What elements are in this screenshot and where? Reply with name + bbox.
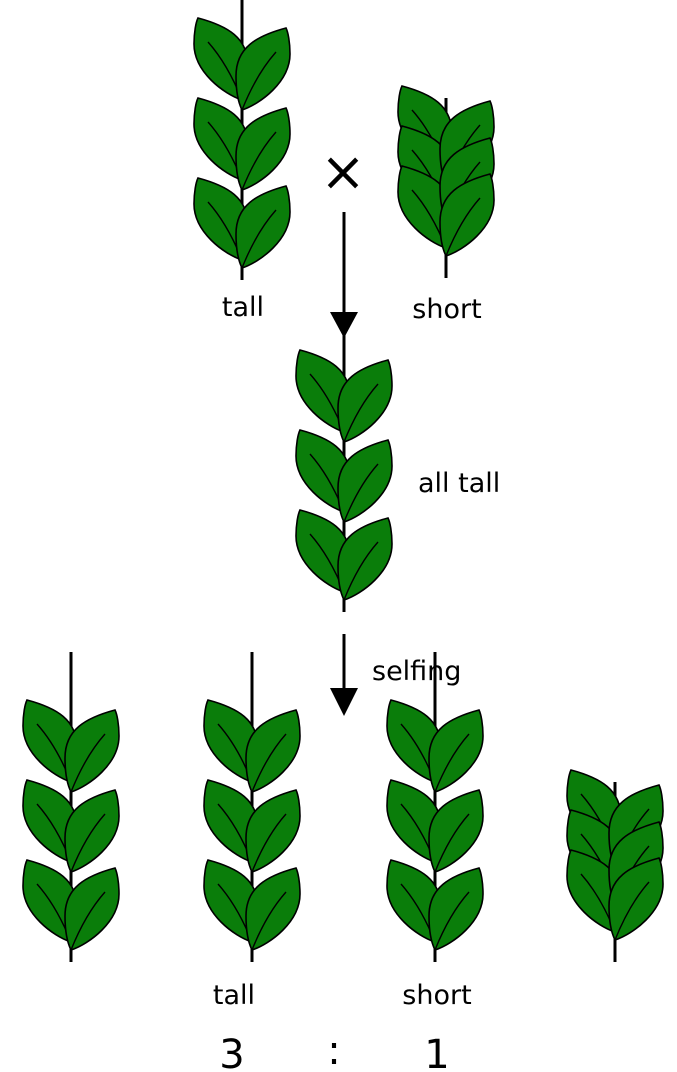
ratio-right-value: 1	[424, 1032, 449, 1072]
f2-tall-plant-3	[387, 652, 483, 962]
ratio-left-value: 3	[219, 1032, 244, 1072]
selfing-arrow	[330, 634, 358, 716]
f1-label: all tall	[418, 468, 500, 499]
f2-tall-plant-2	[204, 652, 300, 962]
parent-tall-label: tall	[222, 292, 264, 323]
f2-short-label: short	[402, 980, 471, 1011]
f2-tall-label: tall	[213, 980, 255, 1011]
ratio-separator: :	[327, 1028, 340, 1072]
f2-tall-plant-1	[23, 652, 119, 962]
parent-tall-plant	[194, 0, 290, 280]
f1-tall-plant	[296, 302, 392, 612]
cross-symbol: ×	[320, 140, 365, 203]
parent-short-plant	[398, 86, 494, 278]
selfing-label: selfing	[372, 656, 461, 687]
f2-short-plant	[567, 770, 663, 962]
parent-short-label: short	[412, 294, 481, 325]
